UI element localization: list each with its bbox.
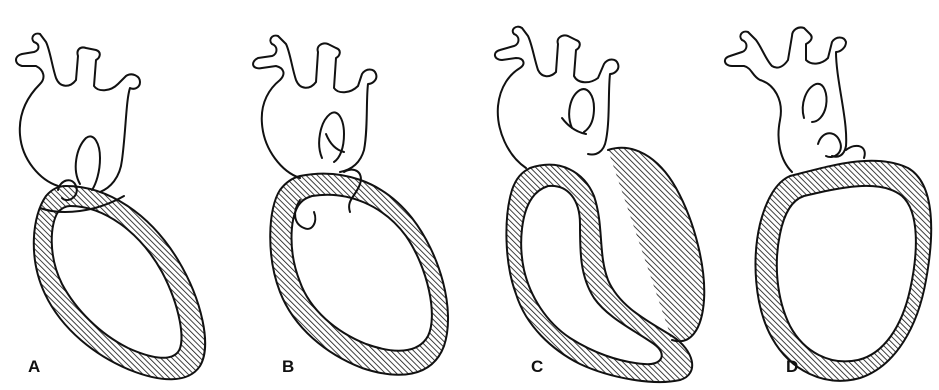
panel-c-aortic-body xyxy=(495,27,618,168)
panel-a-aortic-body xyxy=(16,34,140,192)
panel-b-septal-notch xyxy=(295,200,315,229)
panel-d-valve-notch xyxy=(846,146,865,158)
panel-d-label: D xyxy=(786,358,798,375)
panel-a-drawing xyxy=(16,34,205,380)
panel-b-drawing xyxy=(253,36,448,375)
panel-b-aortic-body xyxy=(253,36,376,178)
panel-b-label: B xyxy=(282,358,294,375)
panel-a-septal-loop xyxy=(76,136,100,190)
panel-c-septal-loop xyxy=(569,89,594,132)
panel-c-label: C xyxy=(531,358,543,375)
panel-a-ventricle-wall xyxy=(34,186,205,379)
panel-d-drawing xyxy=(725,27,931,380)
panel-d-septal-loop xyxy=(803,84,827,122)
panel-c-drawing xyxy=(495,27,704,382)
panel-d-ventricle-wall xyxy=(756,161,932,381)
panel-a-label: A xyxy=(28,358,40,375)
panel-b-septal-loop xyxy=(319,112,344,162)
panel-c-valve-curl xyxy=(562,118,586,134)
panel-d-valve-bulge xyxy=(818,133,841,157)
panel-d-aortic-body xyxy=(725,27,846,172)
